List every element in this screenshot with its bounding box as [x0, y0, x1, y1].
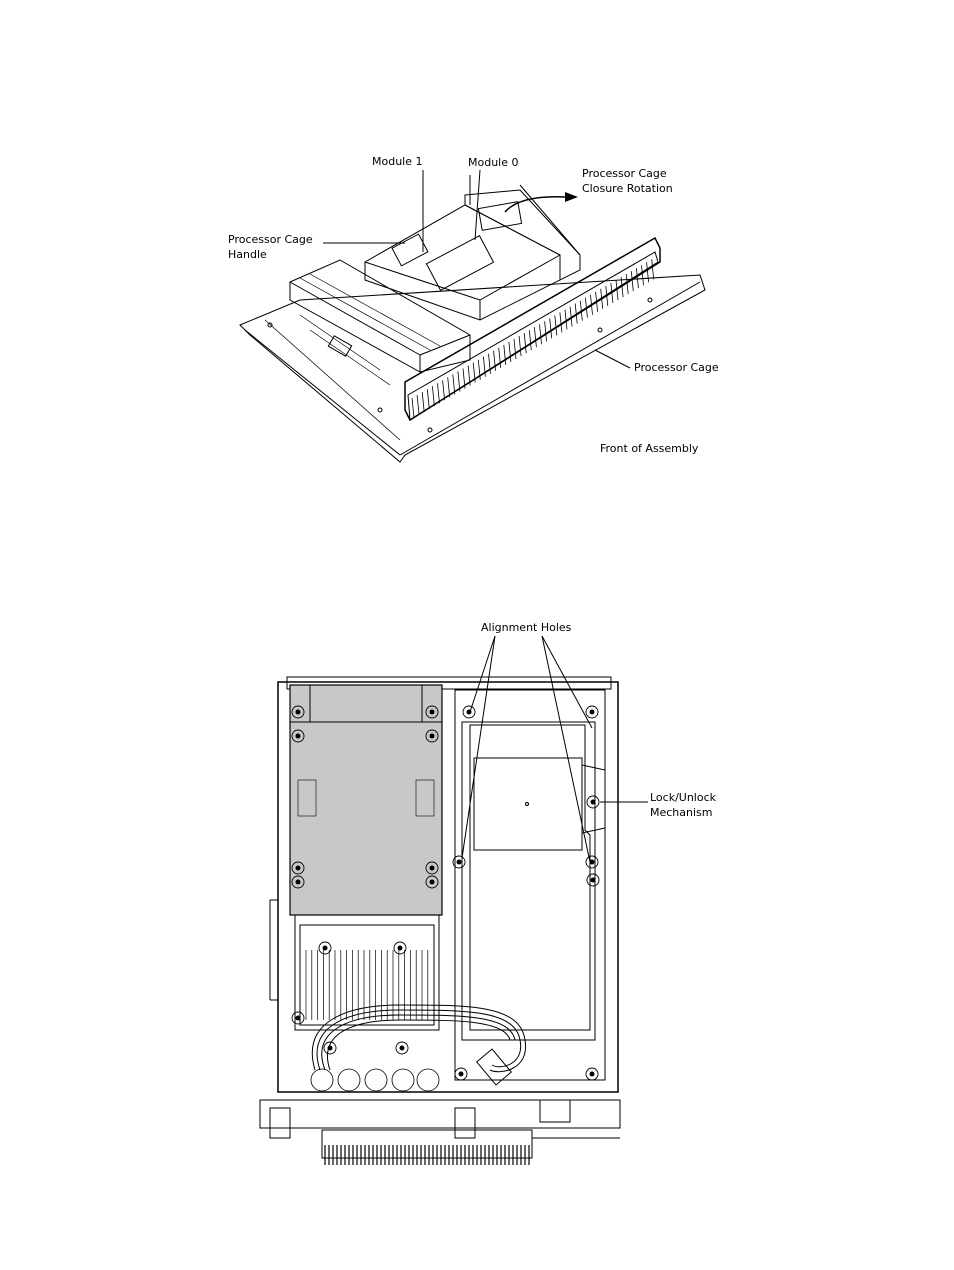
alignment-hole-leaders [462, 636, 592, 862]
processor-cage-top-view-figure: Alignment Holes Lock/Unlock Mechanism [0, 600, 954, 1270]
leader-lines [323, 170, 630, 368]
processor-cage-top-view-drawing [0, 600, 954, 1270]
cage-handle-label: Processor Cage Handle [228, 232, 313, 262]
processor-cage-isometric-drawing [0, 0, 954, 520]
right-panel [455, 690, 605, 1080]
processor-cage-grille [405, 238, 660, 420]
lock-unlock-label-line2: Mechanism [650, 805, 716, 820]
left-module [290, 685, 442, 915]
upper-cage-frame [465, 175, 580, 280]
module-1-label: Module 1 [372, 154, 423, 169]
closure-rotation-label-line1: Processor Cage [582, 166, 673, 181]
lock-unlock-label-line1: Lock/Unlock [650, 790, 716, 805]
cage-handle-label-line1: Processor Cage [228, 232, 313, 247]
module-box [365, 205, 560, 320]
processor-cage-label: Processor Cage [634, 360, 719, 375]
alignment-holes-label: Alignment Holes [481, 620, 571, 635]
module-0-label: Module 0 [468, 155, 519, 170]
cable-harness [312, 1005, 525, 1085]
processor-cage-handle [290, 260, 470, 372]
closure-rotation-label-line2: Closure Rotation [582, 181, 673, 196]
front-of-assembly-label: Front of Assembly [600, 441, 698, 456]
bottom-connector [260, 1100, 620, 1165]
closure-rotation-label: Processor Cage Closure Rotation [582, 166, 673, 196]
module-shaded-plate [290, 685, 442, 915]
lock-unlock-label: Lock/Unlock Mechanism [650, 790, 716, 820]
cage-handle-label-line2: Handle [228, 247, 313, 262]
bottom-holes [311, 1069, 439, 1091]
processor-cage-isometric-figure: Module 1 Module 0 Processor Cage Closure… [0, 0, 954, 520]
